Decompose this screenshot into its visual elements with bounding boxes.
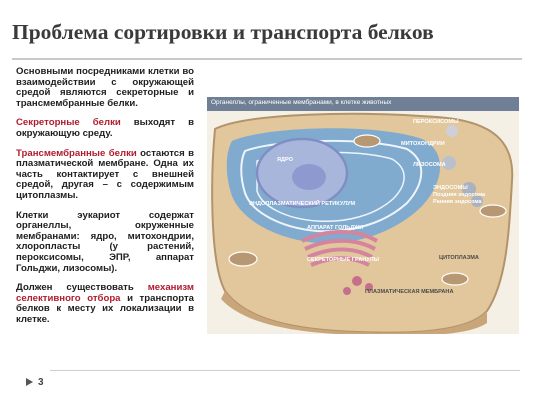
label-early-endosome: Ранняя эндосома	[433, 199, 482, 205]
label-er: ЭНДОПЛАЗМАТИЧЕСКИЙ РЕТИКУЛУМ	[249, 201, 356, 207]
title-divider	[12, 58, 522, 60]
label-plasma-membrane: ПЛАЗМАТИЧЕСКАЯ МЕМБРАНА	[365, 289, 454, 295]
paragraph-text: выходят в окружающую среду.	[16, 117, 194, 139]
text-column: Основными посредниками клетки во взаимод…	[16, 66, 194, 325]
arrow-right-icon	[26, 378, 33, 386]
label-endosomes: ЭНДОСОМЫ	[433, 185, 468, 191]
footer-divider	[50, 370, 520, 371]
highlight-term: Секреторные белки	[16, 117, 121, 129]
paragraph-mechanism: Должен существовать механизм селективног…	[16, 282, 194, 325]
golgi-shape	[301, 230, 379, 243]
golgi-shape	[307, 247, 373, 259]
paragraph-text: и транспорта белков к месту их локализац…	[16, 292, 194, 325]
page-number: 3	[38, 377, 44, 388]
granule-shape	[365, 283, 373, 291]
paragraph-text: Должен существовать	[16, 282, 148, 294]
lysosome-shape	[442, 156, 456, 170]
label-peroxisomes: ПЕРОКСИСОМЫ	[413, 119, 459, 125]
paragraph-text: остаются в плазматической мембране. Одна…	[16, 147, 194, 201]
nucleolus-shape	[292, 164, 326, 190]
mitochondrion-shape	[353, 134, 381, 148]
label-late-endosome: Поздняя эндосома	[433, 192, 486, 198]
label-cytoplasm: ЦИТОПЛАЗМА	[439, 255, 479, 261]
endosome-shape	[471, 195, 483, 207]
highlight-term: механизм селективного отбора	[16, 282, 194, 304]
slide-title: Проблема сортировки и транспорта белков	[12, 20, 434, 44]
cell-illustration	[211, 112, 514, 334]
plasma-membrane-shape	[221, 291, 487, 334]
granule-shape	[343, 287, 351, 295]
figure-caption: Органеллы, ограниченные мембранами, в кл…	[211, 99, 392, 106]
peroxisome-shape	[446, 125, 458, 137]
paragraph-organelles: Клетки эукариот содержат органеллы, окру…	[16, 209, 194, 275]
mitochondrion-shape	[441, 272, 469, 286]
paragraph-text: Клетки эукариот содержат органеллы, окру…	[16, 209, 194, 274]
cell-figure: Органеллы, ограниченные мембранами, в кл…	[207, 97, 519, 334]
label-lysosome: ЛИЗОСОМА	[413, 162, 446, 168]
label-golgi: АППАРАТ ГОЛЬДЖИ	[307, 225, 364, 231]
label-secretory-granules: СЕКРЕТОРНЫЕ ГРАНУЛЫ	[307, 257, 379, 263]
label-nucleus: ЯДРО	[277, 157, 294, 163]
golgi-shape	[310, 256, 370, 267]
paragraph-secretory: Секреторные белки выходят в окружающую с…	[16, 118, 194, 139]
endosome-shape	[462, 182, 476, 196]
golgi-shape	[304, 238, 376, 251]
mitochondrion-shape	[479, 204, 507, 218]
paragraph-intermediaries: Основными посредниками клетки во взаимод…	[16, 66, 194, 109]
highlight-term: Трансмембранные белки	[16, 147, 137, 159]
mitochondrion-shape	[228, 251, 258, 267]
paragraph-text: Основными посредниками клетки во взаимод…	[16, 66, 194, 109]
paragraph-transmembrane: Трансмембранные белки остаются в плазмат…	[16, 147, 194, 202]
figure-header: Органеллы, ограниченные мембранами, в кл…	[207, 97, 519, 111]
granule-shape	[352, 276, 362, 286]
label-mitochondria: МИТОХОНДРИИ	[401, 141, 445, 147]
